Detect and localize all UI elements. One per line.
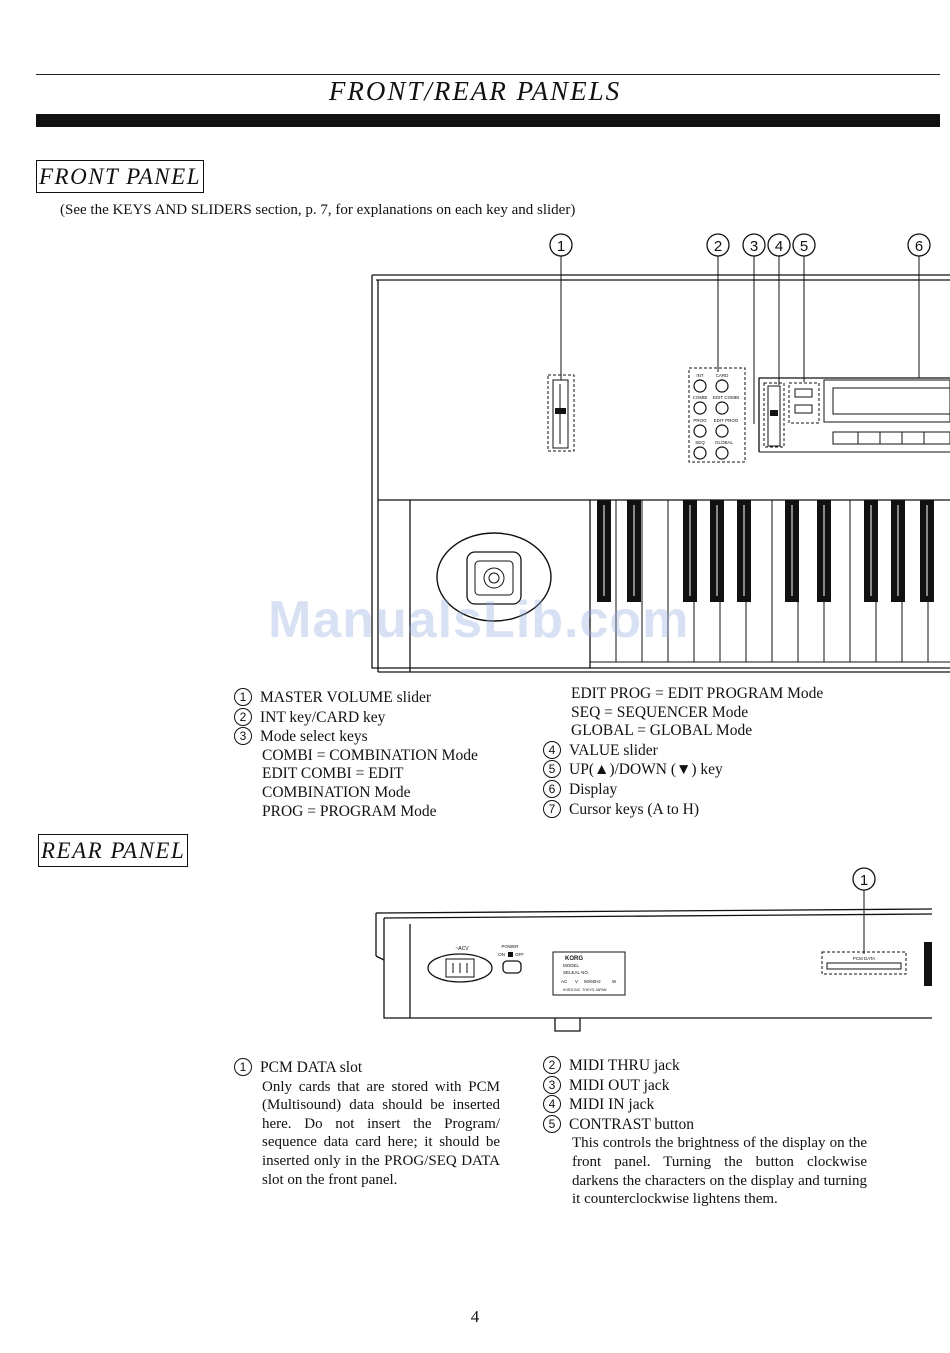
legend-item: SEQ = SEQUENCER Mode [571, 703, 749, 721]
title-underline-bar [36, 114, 940, 127]
svg-text:OFF: OFF [515, 952, 524, 957]
svg-text:ON: ON [498, 952, 505, 957]
callout-1-label: 1 [557, 238, 565, 255]
callout-2-label: 2 [714, 238, 722, 255]
pcm-slot-description: Only cards that are stored with PCM (Mul… [262, 1078, 500, 1188]
contrast-description: This controls the brightness of the disp… [572, 1135, 867, 1208]
svg-text:POWER: POWER [501, 944, 519, 949]
callout-5-label: 5 [800, 238, 808, 255]
callout-6-label: 6 [915, 238, 923, 255]
svg-text:KORG: KORG [565, 956, 583, 962]
svg-text:INT: INT [696, 373, 704, 378]
svg-text:~ACV: ~ACV [455, 946, 469, 952]
svg-text:AC: AC [561, 979, 568, 984]
front-panel-note: (See the KEYS AND SLIDERS section, p. 7,… [60, 202, 576, 218]
rear-callout-1-label: 1 [860, 872, 868, 889]
page-number: 4 [470, 1307, 480, 1326]
legend-item: EDIT PROG = EDIT PROGRAM Mode [571, 685, 824, 702]
rear-panel-illustration: 1 ~ACV POWER ON OFF KORG MODEL SELEAL NO… [375, 867, 933, 1032]
svg-text:GLOBAL: GLOBAL [715, 440, 734, 445]
front-legend-right: EDIT PROG = EDIT PROGRAM Mode SEQ = SEQU… [543, 685, 883, 819]
callout-4-label: 4 [775, 238, 783, 255]
legend-item: PROG = PROGRAM Mode [262, 802, 437, 820]
page-title: FRONT/REAR PANELS [328, 76, 622, 106]
front-panel-illustration: 1 2 3 4 5 6 INT CARD [371, 233, 950, 673]
svg-text:MODEL: MODEL [563, 963, 580, 968]
svg-text:SEQ: SEQ [695, 440, 705, 445]
legend-item: COMBINATION Mode [262, 783, 411, 801]
legend-item: COMBI = COMBINATION Mode [262, 746, 478, 764]
svg-text:PROG: PROG [693, 418, 707, 423]
top-rule [36, 74, 940, 75]
svg-text:EDIT PROG: EDIT PROG [714, 418, 739, 423]
svg-text:CARD: CARD [716, 373, 730, 378]
legend-item: EDIT COMBI = EDIT [262, 765, 404, 783]
front-panel-heading: FRONT PANEL [36, 160, 204, 193]
svg-text:KORG INC. TOKYO JAPAN: KORG INC. TOKYO JAPAN [563, 988, 607, 992]
svg-text:W: W [612, 979, 617, 984]
callout-3-label: 3 [750, 238, 758, 255]
svg-text:SELEAL NO.: SELEAL NO. [563, 970, 589, 975]
svg-text:COMBI: COMBI [693, 395, 708, 400]
svg-text:50/60Hz: 50/60Hz [584, 979, 602, 984]
svg-text:PCM DATA: PCM DATA [853, 956, 876, 961]
rear-panel-heading: REAR PANEL [38, 834, 189, 867]
watermark: ManualsLib.com [268, 591, 690, 649]
legend-item: GLOBAL = GLOBAL Mode [571, 722, 753, 740]
svg-text:EDIT COMBI: EDIT COMBI [713, 395, 739, 400]
svg-text:V: V [575, 979, 578, 984]
